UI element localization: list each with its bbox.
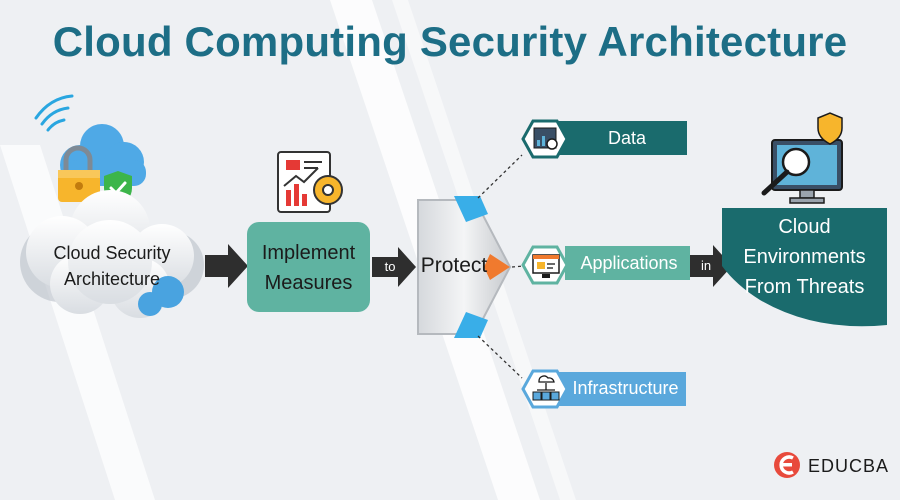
arrow-to-connector <box>372 247 416 287</box>
report-chart-gear-icon <box>277 151 343 213</box>
cloud-lock-shield-icon <box>34 94 146 206</box>
infrastructure-tag-label: Infrastructure <box>572 378 679 398</box>
implement-label-line2: Measures <box>264 272 353 294</box>
network-infrastructure-icon <box>532 375 560 401</box>
page-title: Cloud Computing Security Architecture <box>52 18 848 65</box>
environments-label-line1: Cloud <box>778 216 831 238</box>
monitor-security-search-icon <box>761 112 843 204</box>
implement-label-line1: Implement <box>261 242 356 264</box>
educba-brand-text: EDUCBA <box>808 456 890 476</box>
arrow-in-connector <box>690 245 732 287</box>
cloud-security-architecture-label: Cloud Security Architecture <box>32 240 192 292</box>
cloud-environments-shape <box>722 208 887 327</box>
application-window-icon <box>532 254 560 278</box>
in-connector-label: in <box>700 258 712 273</box>
data-analytics-icon <box>533 127 558 150</box>
to-connector-label: to <box>384 259 396 274</box>
educba-logo-icon <box>774 452 800 478</box>
cloud-security-label-line1: Cloud Security <box>53 243 171 263</box>
arrow-cloud-to-implement <box>205 244 248 288</box>
data-tag-label: Data <box>607 128 647 148</box>
cloud-environments-label: Cloud Environments From Threats <box>722 212 887 302</box>
cloud-security-architecture-shape <box>20 190 204 318</box>
protect-hexagon <box>417 196 512 338</box>
implement-measures-box <box>247 222 370 312</box>
environments-label-line2: Environments <box>743 246 866 268</box>
protect-label: Protect <box>420 254 488 277</box>
infrastructure-tag-shape <box>521 369 686 409</box>
applications-tag-label: Applications <box>580 253 678 273</box>
dashed-connectors <box>477 154 525 379</box>
environments-label-line3: From Threats <box>744 276 865 298</box>
implement-measures-label: Implement Measures <box>247 238 370 298</box>
cloud-security-label-line2: Architecture <box>63 269 161 289</box>
